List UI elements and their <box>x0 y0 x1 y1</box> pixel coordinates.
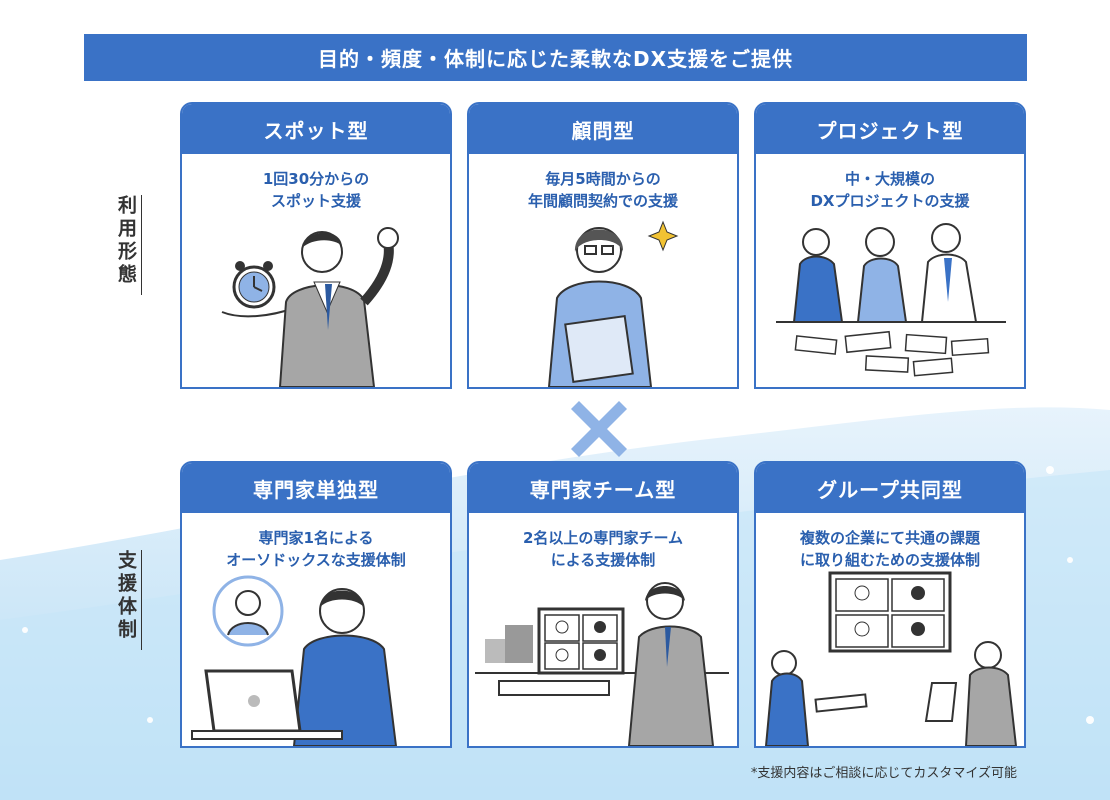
card-description: 毎月5時間からの 年間顧問契約での支援 <box>469 168 737 212</box>
card-desc-line: オーソドックスな支援体制 <box>226 551 406 569</box>
expert-laptop-video-icon <box>191 575 398 746</box>
footnote-text: *支援内容はご相談に応じてカスタマイズ可能 <box>750 766 1017 781</box>
card-desc-line: 中・大規模の <box>844 170 935 188</box>
card-project: プロジェクト型 中・大規模の DXプロジェクトの支援 <box>754 102 1026 389</box>
cross-mark-icon <box>571 401 627 457</box>
card-title: 専門家単独型 <box>182 463 450 513</box>
card-title: プロジェクト型 <box>756 104 1024 154</box>
card-description: 専門家1名による オーソドックスな支援体制 <box>182 527 450 571</box>
card-desc-line: 1回30分からの <box>262 170 370 188</box>
card-title: スポット型 <box>182 104 450 154</box>
card-description: 2名以上の専門家チーム による支援体制 <box>469 527 737 571</box>
group-video-conference-icon <box>764 571 1018 746</box>
card-single-expert: 専門家単独型 専門家1名による オーソドックスな支援体制 <box>180 461 452 748</box>
businessman-alarm-clock-icon <box>221 227 399 387</box>
card-desc-line: 2名以上の専門家チーム <box>523 529 683 547</box>
usage-side-label: 利用形態 <box>115 195 137 287</box>
card-desc-line: 専門家1名による <box>258 529 374 547</box>
card-group-joint: グループ共同型 複数の企業にて共通の課題 に取り組むための支援体制 <box>754 461 1026 748</box>
card-expert-team: 専門家チーム型 2名以上の専門家チーム による支援体制 <box>467 461 739 748</box>
support-side-line <box>141 550 142 650</box>
card-advisory: 顧問型 毎月5時間からの 年間顧問契約での支援 <box>467 102 739 389</box>
page-title-banner: 目的・頻度・体制に応じた柔軟なDX支援をご提供 <box>84 34 1027 81</box>
card-title: 顧問型 <box>469 104 737 154</box>
card-desc-line: スポット支援 <box>270 192 361 210</box>
card-description: 中・大規模の DXプロジェクトの支援 <box>756 168 1024 212</box>
support-side-label: 支援体制 <box>115 550 137 642</box>
team-meeting-table-icon <box>776 223 1006 377</box>
card-title: グループ共同型 <box>756 463 1024 513</box>
card-title: 専門家チーム型 <box>469 463 737 513</box>
card-desc-line: 複数の企業にて共通の課題 <box>799 529 980 547</box>
woman-glasses-document-icon <box>547 220 679 387</box>
card-desc-line: による支援体制 <box>550 551 656 569</box>
card-desc-line: 年間顧問契約での支援 <box>527 192 678 210</box>
card-desc-line: 毎月5時間からの <box>545 170 661 188</box>
card-description: 複数の企業にて共通の課題 に取り組むための支援体制 <box>756 527 1024 571</box>
expert-team-video-call-icon <box>475 582 729 746</box>
card-spot: スポット型 1回30分からの スポット支援 <box>180 102 452 389</box>
card-desc-line: DXプロジェクトの支援 <box>810 192 970 210</box>
card-description: 1回30分からの スポット支援 <box>182 168 450 212</box>
usage-side-line <box>141 195 142 295</box>
card-desc-line: に取り組むための支援体制 <box>799 551 980 569</box>
